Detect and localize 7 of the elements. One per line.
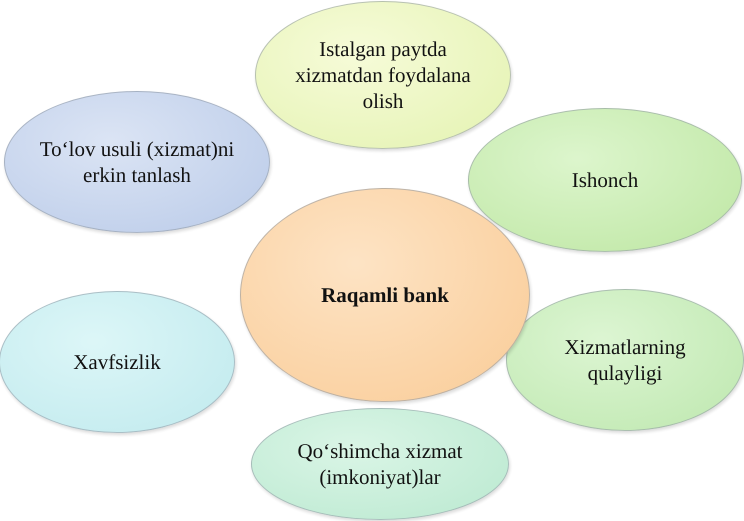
node-text: Xizmatlarning qulayligi [563, 334, 687, 386]
node-text: Istalgan paytda xizmatdan foydalana olish [294, 36, 472, 114]
node-text: To‘lov usuli (xizmat)ni erkin tanlash [38, 136, 236, 188]
node-text: Xavfsizlik [73, 348, 161, 376]
node-text: Ishonch [572, 166, 638, 194]
node-text: Qo‘shimcha xizmat (imkoniyat)lar [296, 438, 464, 490]
center-title: Raqamli bank [321, 282, 449, 308]
